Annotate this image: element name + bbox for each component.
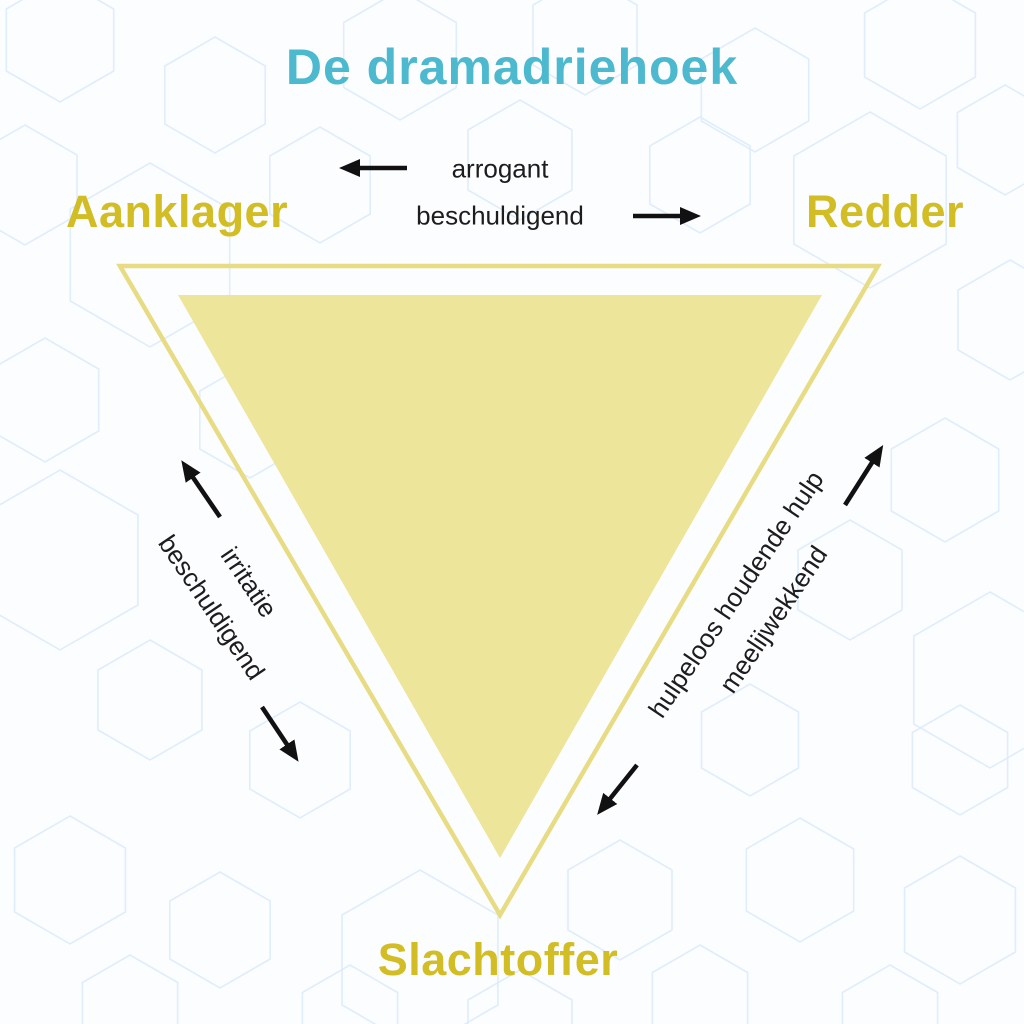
hexagon-decoration	[912, 591, 1024, 769]
hexagon-decoration	[890, 417, 1000, 543]
hexagon-decoration	[467, 99, 573, 221]
hexagon-decoration	[164, 36, 267, 154]
top-edge-label-line2: beschuldigend	[416, 200, 584, 231]
arrow-up-left-icon	[181, 460, 222, 519]
hexagon-decoration	[5, 0, 115, 103]
hexagon-decoration	[249, 701, 352, 819]
hexagon-decoration	[301, 964, 399, 1024]
arrow-down-left-icon	[597, 763, 639, 815]
hexagon-decoration	[567, 839, 673, 961]
hexagon-decoration	[97, 639, 203, 761]
hexagon-decoration	[13, 815, 127, 945]
hexagon-decoration	[957, 259, 1024, 381]
hexagon-decoration	[700, 683, 800, 797]
hexagon-decoration	[648, 116, 752, 234]
hexagon-decoration	[0, 124, 78, 246]
hexagon-decoration	[911, 704, 1009, 816]
hexagon-decoration	[792, 111, 948, 289]
arrow-down-right-icon	[260, 705, 299, 762]
hexagon-decoration	[69, 162, 231, 348]
triangle-outline	[116, 263, 882, 920]
hexagon-decoration	[81, 954, 179, 1024]
hexagon-decoration	[841, 964, 939, 1024]
hexagon-decoration	[797, 519, 903, 641]
hexagon-decoration	[0, 337, 100, 463]
hexagon-decoration	[268, 126, 372, 244]
role-label-victim: Slachtoffer	[377, 934, 619, 985]
hexagon-decoration	[651, 944, 749, 1024]
top-edge-label-line1: arrogant	[451, 153, 549, 184]
hexagon-decoration	[956, 84, 1024, 196]
hexagon-decoration	[745, 817, 855, 943]
hexagon-decoration	[342, 0, 458, 121]
role-label-accuser: Aanklager	[66, 186, 289, 237]
hexagon-decoration	[532, 0, 638, 96]
hexagon-decoration	[903, 855, 1017, 985]
hexagon-decoration	[863, 0, 977, 110]
page-title: De dramadriehoek	[285, 39, 739, 95]
triangle-fill	[178, 295, 822, 858]
hexagon-decoration	[700, 27, 810, 153]
arrow-up-right-icon	[843, 444, 884, 507]
hexagon-decoration	[0, 469, 139, 651]
hexagon-decoration	[467, 969, 573, 1024]
hexagon-decoration	[169, 871, 272, 989]
role-label-rescuer: Redder	[805, 186, 964, 237]
